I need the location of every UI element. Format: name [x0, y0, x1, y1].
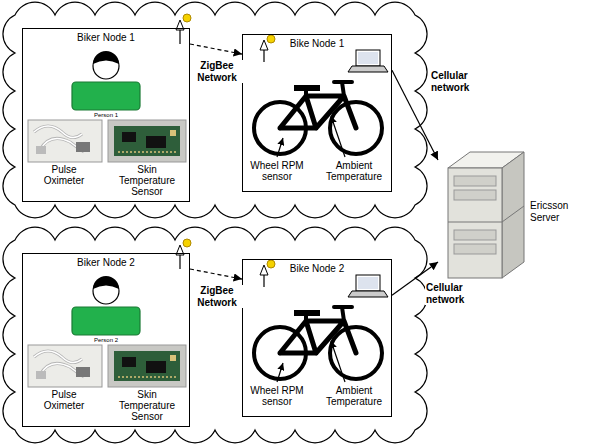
part-label: Wheel RPM sensor: [248, 160, 306, 182]
part-label: Ambient Temperature: [320, 160, 388, 182]
part-label: Person 2: [86, 337, 126, 344]
edge-group: [190, 44, 438, 295]
network-unit-1: [3, 2, 427, 218]
part-label: Person 1: [86, 112, 126, 119]
part-label: Wheel RPM sensor: [248, 385, 306, 407]
part-label: Skin Temperature Sensor: [108, 389, 186, 422]
connector: [190, 269, 242, 279]
node-title: Bike Node 1: [290, 38, 344, 50]
server-drive: [454, 190, 496, 200]
edge-label: Cellular network: [425, 282, 479, 305]
server-picture: [448, 152, 524, 278]
server-node: Ericsson Server: [438, 140, 592, 290]
server-divider: [448, 222, 502, 223]
part-label: Pulse Oximeter: [36, 389, 92, 411]
edge-label: ZigBee Network: [191, 60, 243, 83]
part-label: Pulse Oximeter: [36, 164, 92, 186]
server-drive: [454, 230, 496, 240]
server-side: [502, 152, 524, 278]
edge-label: ZigBee Network: [191, 285, 243, 308]
node-title: Ericsson Server: [530, 200, 588, 223]
part-label: Skin Temperature Sensor: [108, 164, 186, 197]
node-title: Biker Node 2: [77, 257, 135, 269]
edge-label: Cellular network: [430, 70, 484, 93]
node-title: Biker Node 1: [77, 32, 135, 44]
server-drive: [454, 244, 496, 254]
part-label: Ambient Temperature: [320, 385, 388, 407]
node-title: Bike Node 2: [290, 263, 344, 275]
server-divider: [502, 206, 524, 222]
connector: [190, 44, 242, 54]
network-unit-2: [3, 227, 427, 443]
server-front: [448, 168, 502, 278]
server-drive: [454, 176, 496, 186]
